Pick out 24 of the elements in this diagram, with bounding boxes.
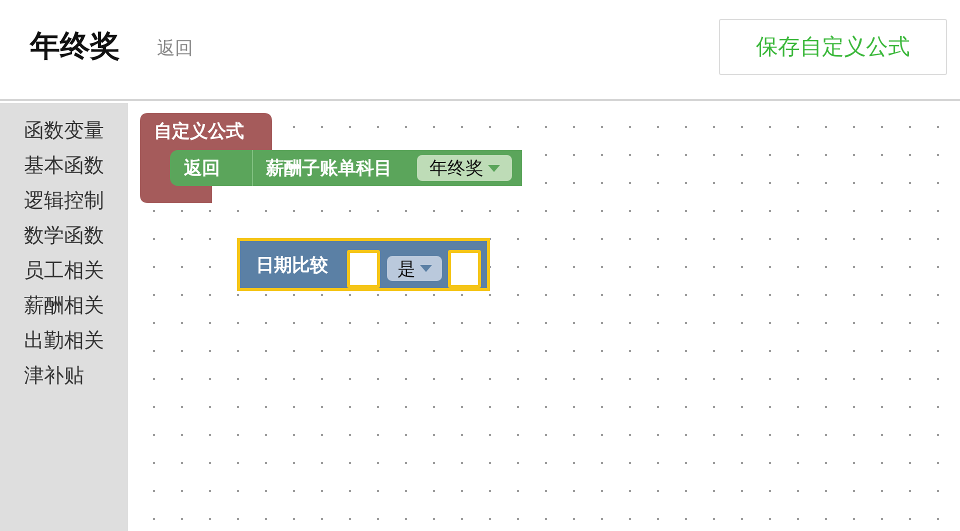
page-title: 年终奖 xyxy=(30,28,120,66)
dropdown-field xyxy=(387,256,442,281)
dropdown-value: 是 xyxy=(398,258,416,280)
dropdown-value: 年终奖 xyxy=(430,157,484,180)
save-button: 保存自定义公式 xyxy=(719,19,947,75)
category-item: 数学函数 xyxy=(24,222,104,249)
category-item: 出勤相关 xyxy=(24,327,104,354)
category-item: 函数变量 xyxy=(24,117,104,144)
category-item: 津补贴 xyxy=(24,362,84,389)
block-label: 返回 xyxy=(184,157,220,180)
block-label: 自定义公式 xyxy=(154,120,244,143)
category-item: 基本函数 xyxy=(24,152,104,179)
compare-block xyxy=(237,238,490,291)
back-link: 返回 xyxy=(157,37,193,60)
input-slot xyxy=(347,250,380,288)
category-item: 薪酬相关 xyxy=(24,292,104,319)
category-item: 逻辑控制 xyxy=(24,187,104,214)
value-block xyxy=(252,150,522,186)
category-item: 员工相关 xyxy=(24,257,104,284)
dropdown-field xyxy=(417,155,512,181)
block-label: 薪酬子账单科目 xyxy=(266,157,392,180)
return-block xyxy=(170,150,253,186)
block-label: 日期比较 xyxy=(256,254,328,277)
input-slot xyxy=(448,250,481,288)
